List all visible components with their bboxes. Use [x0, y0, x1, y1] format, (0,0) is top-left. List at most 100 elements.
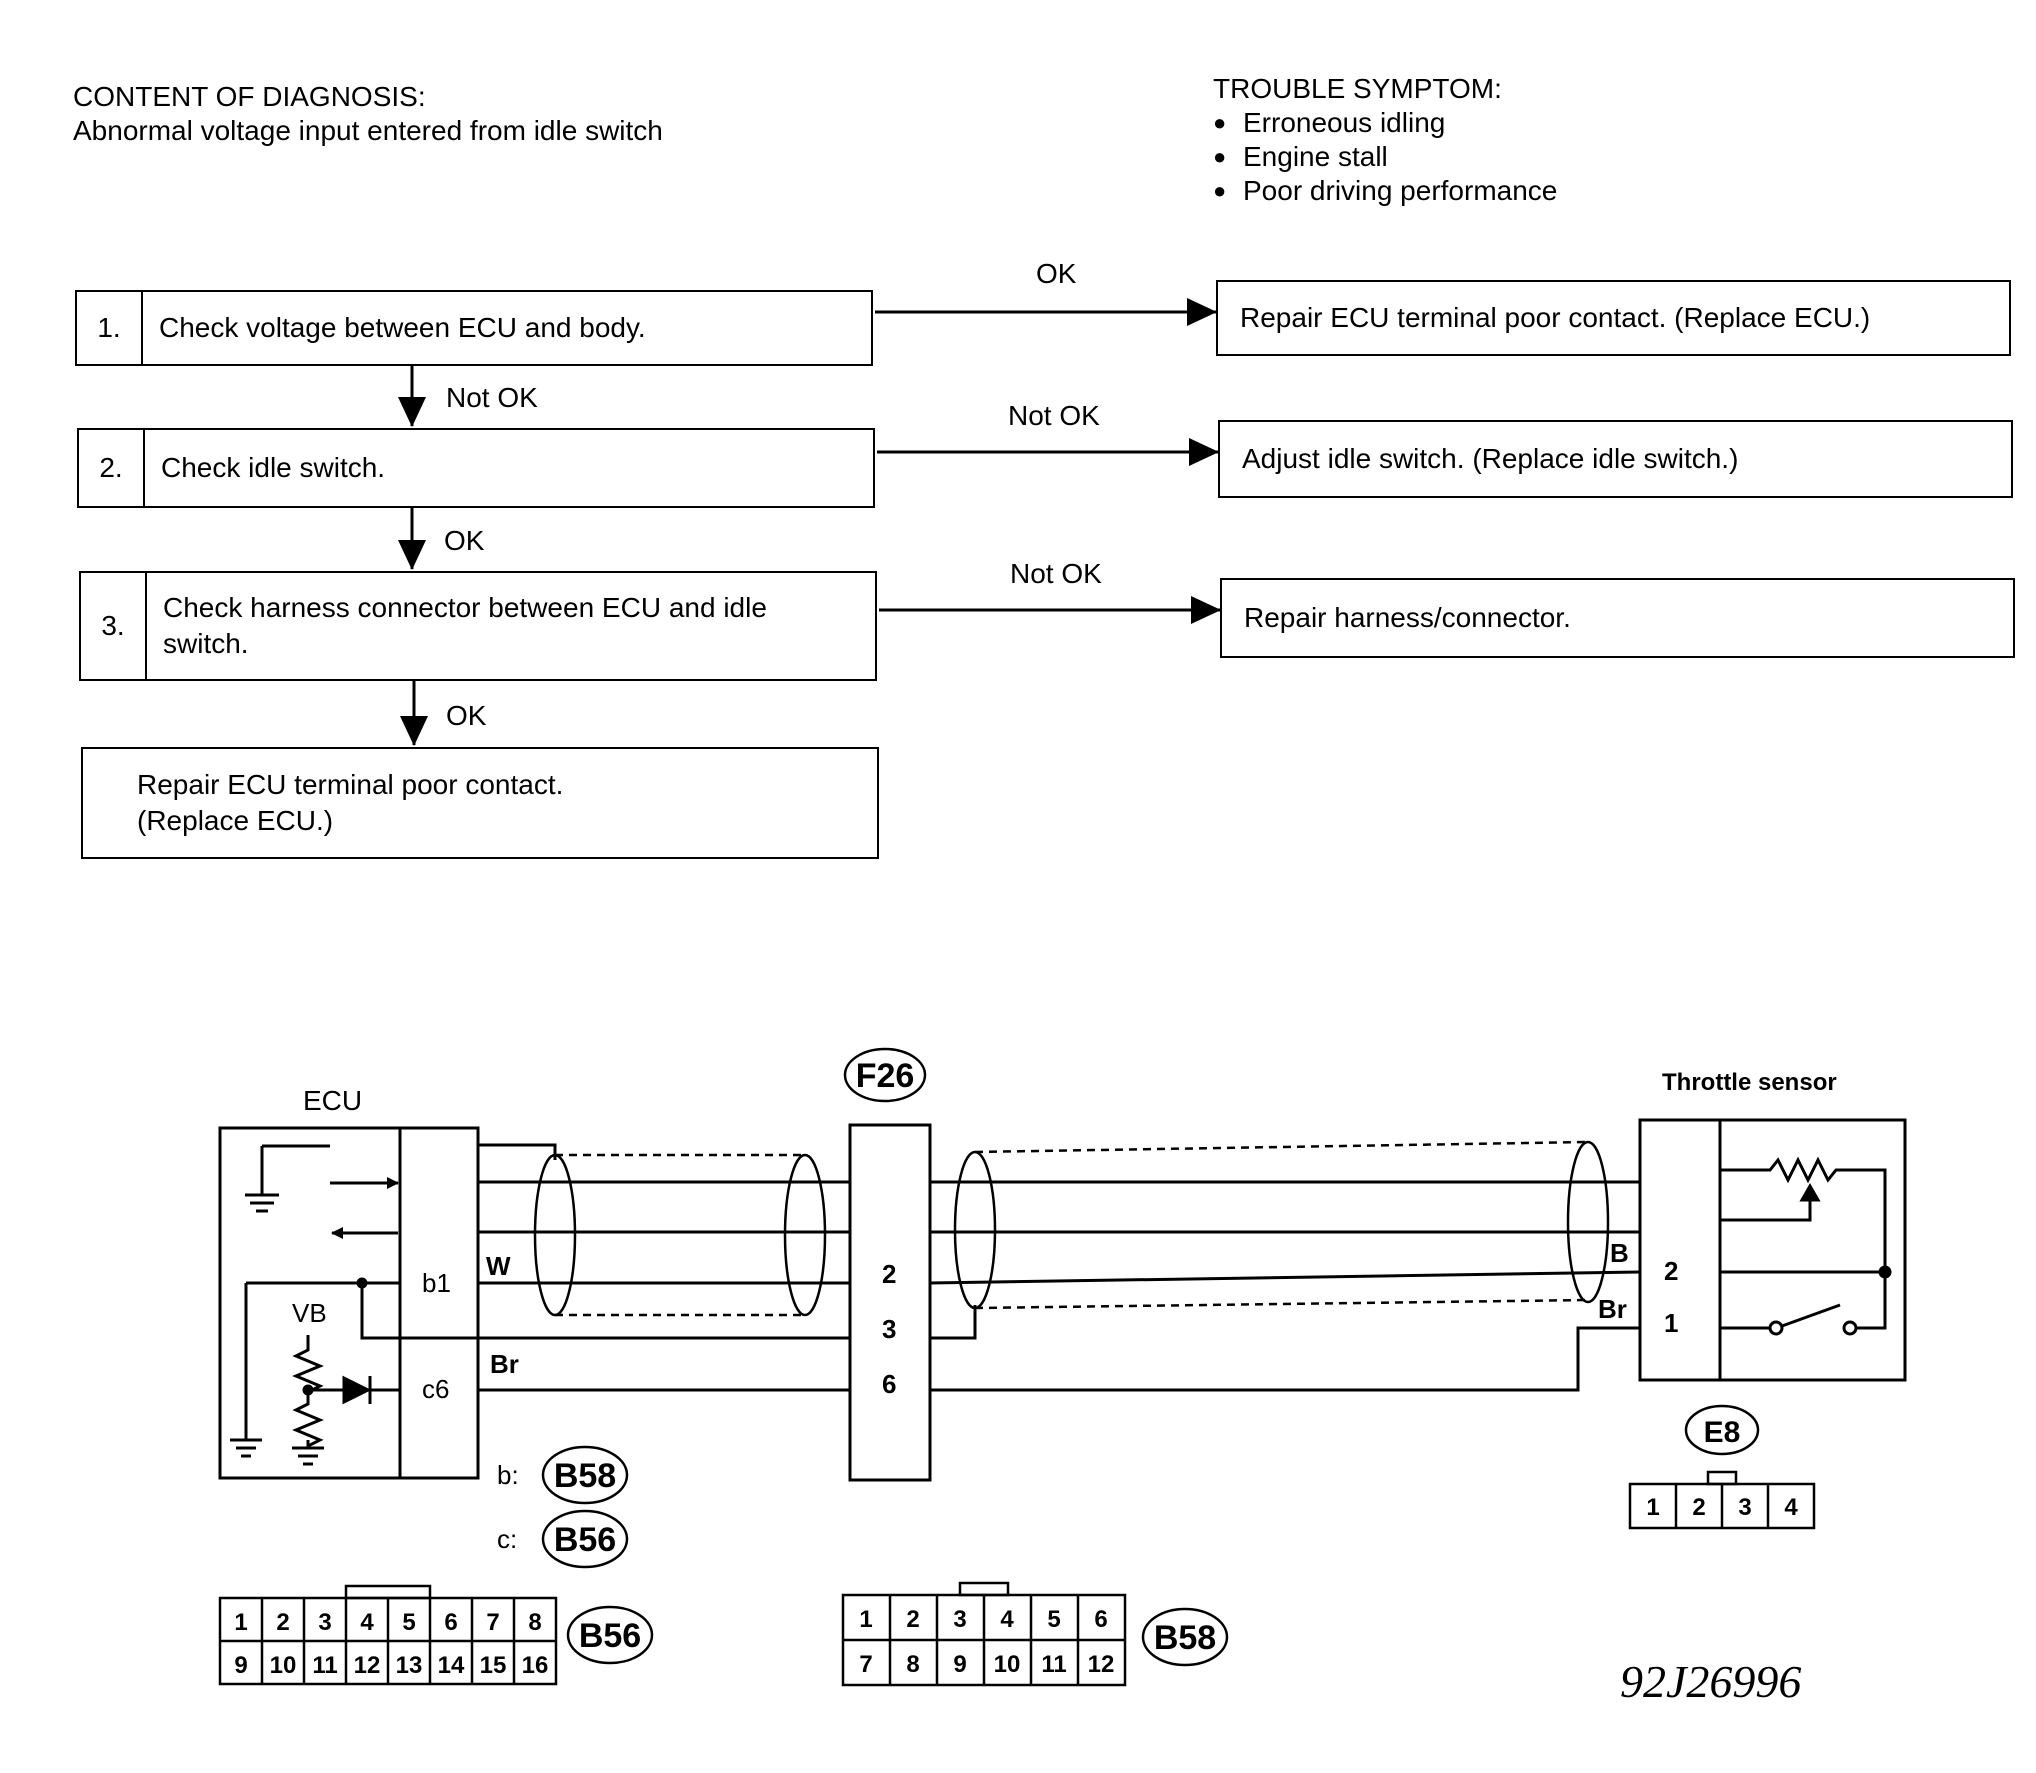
- b56-pin: 4: [360, 1609, 374, 1636]
- result-text: Adjust idle switch. (Replace idle switch…: [1242, 443, 1739, 474]
- b56-pin: 8: [528, 1609, 541, 1636]
- wiper-arrow: [1799, 1182, 1821, 1202]
- result-2-box: Adjust idle switch. (Replace idle switch…: [1218, 420, 2013, 498]
- step-number: 3.: [81, 573, 147, 679]
- wire-br-2: [930, 1326, 1640, 1392]
- b56-pin: 9: [234, 1652, 247, 1679]
- wire-br2-label: Br: [1598, 1294, 1627, 1324]
- b56-grid-badge: [566, 1605, 654, 1665]
- b58-pin: 11: [1041, 1651, 1066, 1678]
- wire-w-label: W: [486, 1251, 511, 1281]
- b58-pin: 1: [859, 1606, 872, 1633]
- f26-code: F26: [856, 1057, 915, 1095]
- shield-drain-wire-2: [930, 1305, 977, 1340]
- b58-pin: 6: [1094, 1606, 1107, 1633]
- ecu-connector-strip: [398, 1126, 480, 1480]
- ground-icon: [245, 1146, 279, 1213]
- f26-pin: 6: [882, 1369, 896, 1399]
- ground-icon: [292, 1446, 324, 1466]
- throttle-label: Throttle sensor: [1662, 1069, 1837, 1096]
- f26-pin: 3: [882, 1314, 896, 1344]
- b56-pin: 11: [312, 1652, 337, 1679]
- step-text: Check voltage between ECU and body.: [159, 312, 646, 343]
- throttle-wiper: [1720, 1195, 1812, 1222]
- b56-pin: 2: [276, 1609, 289, 1636]
- b58-pin: 7: [859, 1651, 872, 1678]
- vb-resistor: [292, 1335, 324, 1449]
- ground-icon: [230, 1438, 262, 1458]
- b1-c6-link: [360, 1283, 400, 1340]
- b56-pin: 16: [522, 1652, 549, 1679]
- result-3-box: Repair harness/connector.: [1220, 578, 2015, 658]
- b56-pin: 10: [270, 1652, 297, 1679]
- b56-pin: 12: [354, 1652, 381, 1679]
- e8-latch: [1706, 1470, 1738, 1486]
- symptom-title: TROUBLE SYMPTOM:: [1213, 73, 1502, 104]
- throttle-resistor: [1720, 1156, 1887, 1272]
- step-text: Check harness connector between ECU and …: [163, 592, 767, 659]
- shield-drain-wire: [478, 1143, 557, 1160]
- e8-pin: 4: [1784, 1494, 1798, 1521]
- idle-switch-return: [1856, 1272, 1887, 1330]
- branch-label: Not OK: [1008, 400, 1100, 431]
- throttle-sensor-box: [1638, 1118, 1907, 1382]
- b58-code: B58: [554, 1457, 616, 1495]
- b58-pin: 10: [994, 1651, 1021, 1678]
- final-text: Repair ECU terminal poor contact. (Repla…: [137, 769, 564, 836]
- shield-ellipse: [953, 1150, 997, 1310]
- branch-label: OK: [1036, 258, 1077, 289]
- e8-pin: 2: [1692, 1494, 1705, 1521]
- b58-pin: 2: [906, 1606, 919, 1633]
- switch-contact: [1842, 1320, 1858, 1336]
- down-label: OK: [444, 525, 485, 556]
- shield-ellipse: [783, 1153, 827, 1317]
- ecu-label: ECU: [303, 1085, 362, 1116]
- b58-pin: 8: [906, 1651, 919, 1678]
- throttle-pin: 2: [1664, 1256, 1678, 1286]
- shield-ellipse: [533, 1153, 577, 1317]
- shield-dash: [974, 1140, 1589, 1154]
- e8-code: E8: [1704, 1416, 1741, 1449]
- shield-dash: [974, 1298, 1589, 1310]
- final-box: Repair ECU terminal poor contact. (Repla…: [81, 747, 879, 859]
- trouble-symptom: TROUBLE SYMPTOM: Erroneous idling Engine…: [1213, 72, 1557, 208]
- vb-label: VB: [292, 1298, 327, 1328]
- b56-pin: 3: [318, 1609, 331, 1636]
- diode-icon: [342, 1375, 372, 1405]
- result-text: Repair ECU terminal poor contact. (Repla…: [1240, 302, 1871, 333]
- b58-latch: [958, 1581, 1010, 1597]
- e8-badge: [1684, 1404, 1760, 1456]
- shield-ellipse: [1566, 1140, 1610, 1304]
- b56-pin: 14: [438, 1652, 465, 1679]
- symptom-item: Poor driving performance: [1213, 174, 1557, 208]
- figure-id: 92J26996: [1620, 1656, 1802, 1707]
- symptom-item: Erroneous idling: [1213, 106, 1557, 140]
- f26-badge: [843, 1047, 927, 1103]
- b58-pin: 12: [1088, 1651, 1115, 1678]
- content-text: Abnormal voltage input entered from idle…: [73, 115, 663, 146]
- junction-dot: [302, 1384, 314, 1396]
- step-3-box: 3. Check harness connector between ECU a…: [79, 571, 877, 681]
- branch-label: Not OK: [1010, 558, 1102, 589]
- b-prefix: b:: [497, 1460, 519, 1490]
- b56-grid-code: B56: [579, 1617, 641, 1655]
- down-label: Not OK: [446, 382, 538, 413]
- b56-pin: 13: [396, 1652, 423, 1679]
- step-number: 2.: [79, 430, 145, 506]
- e8-pin: 3: [1738, 1494, 1751, 1521]
- b56-pin: 1: [234, 1609, 247, 1636]
- result-text: Repair harness/connector.: [1244, 602, 1571, 633]
- step-2-box: 2. Check idle switch.: [77, 428, 875, 508]
- pin-b1: b1: [422, 1268, 451, 1298]
- idle-switch-blade: [1781, 1303, 1841, 1328]
- switch-contact: [1768, 1320, 1784, 1336]
- symptom-list: Erroneous idling Engine stall Poor drivi…: [1213, 106, 1557, 208]
- b58-pin: 3: [953, 1606, 966, 1633]
- throttle-pin: 1: [1664, 1308, 1678, 1338]
- b56-badge: [541, 1509, 629, 1569]
- b56-pin: 5: [402, 1609, 415, 1636]
- content-of-diagnosis: CONTENT OF DIAGNOSIS: Abnormal voltage i…: [73, 80, 663, 148]
- step-1-box: 1. Check voltage between ECU and body.: [75, 290, 873, 366]
- wire-b-label: B: [1610, 1238, 1629, 1268]
